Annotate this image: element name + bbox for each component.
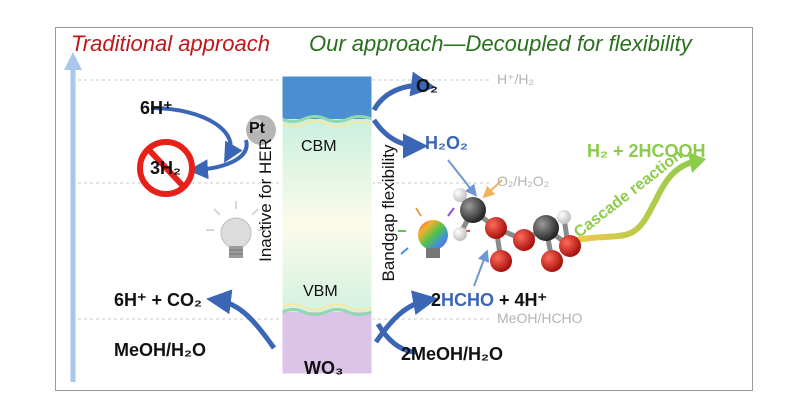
arrow-to-o2 [371, 71, 436, 112]
label-bandgap-flexibility: Bandgap flexibility [379, 144, 398, 282]
arrow-h2o2-to-molecule [447, 159, 477, 197]
arrow-hcho-to-molecule [473, 249, 490, 287]
label-cascade-product: H₂ + 2HCOOH [587, 141, 706, 161]
diagram-graphics [64, 52, 706, 382]
label-wo3: WO₃ [304, 358, 344, 378]
diagram-frame: Traditional approach Our approach—Decoup… [55, 27, 753, 391]
pt-sphere [246, 115, 276, 145]
arrow-6h-to-pt [150, 106, 243, 163]
energy-axis-arrow [64, 52, 82, 382]
prohibited-h2-icon [137, 139, 195, 197]
label-pt: Pt [249, 120, 265, 137]
cascade-arrow [573, 158, 699, 243]
label-6h-plus: 6H⁺ [140, 98, 173, 118]
label-hcho: HCHO [441, 290, 495, 310]
arrow-to-hcho [373, 290, 438, 344]
label-hcho-suffix: + 4H⁺ [494, 290, 548, 310]
label-h2o2: H₂O₂ [425, 133, 468, 153]
lightbulb-on-icon [398, 207, 470, 258]
arrow-to-h2 [188, 139, 249, 180]
label-cbm: CBM [301, 138, 337, 155]
lightbulb-off-icon [206, 201, 266, 258]
label-right-reactants: 2MeOH/H₂O [401, 344, 504, 364]
cbm-band [282, 76, 372, 119]
title-traditional: Traditional approach [71, 31, 270, 56]
arrow-o2h2o2-to-molecule [482, 179, 503, 199]
molecule-model [453, 188, 581, 272]
arrow-from-meoh-right [375, 322, 417, 355]
arrow-oxidation-left [206, 289, 277, 350]
label-hcho-products: 2HCHO + 4H⁺ [431, 290, 547, 311]
label-vbm: VBM [303, 283, 338, 300]
arrow-to-h2o2 [371, 118, 428, 159]
title-our-approach: Our approach—Decoupled for flexibility [309, 31, 692, 56]
label-left-reactants: MeOH/H₂O [114, 340, 207, 360]
semiconductor-bands [281, 75, 373, 375]
vbm-band [282, 312, 372, 374]
label-inactive-her: Inactive for HER [256, 138, 275, 262]
label-3h2: 3H₂ [150, 158, 182, 178]
label-o2: O₂ [416, 76, 438, 96]
label-potential-h-h2: H⁺/H₂ [497, 71, 534, 87]
label-potential-meoh-hcho: MeOH/HCHO [497, 310, 583, 326]
label-potential-o2-h2o2: O₂/H₂O₂ [497, 173, 550, 189]
label-left-products: 6H⁺ + CO₂ [114, 290, 203, 310]
label-hcho-prefix: 2 [431, 290, 442, 310]
